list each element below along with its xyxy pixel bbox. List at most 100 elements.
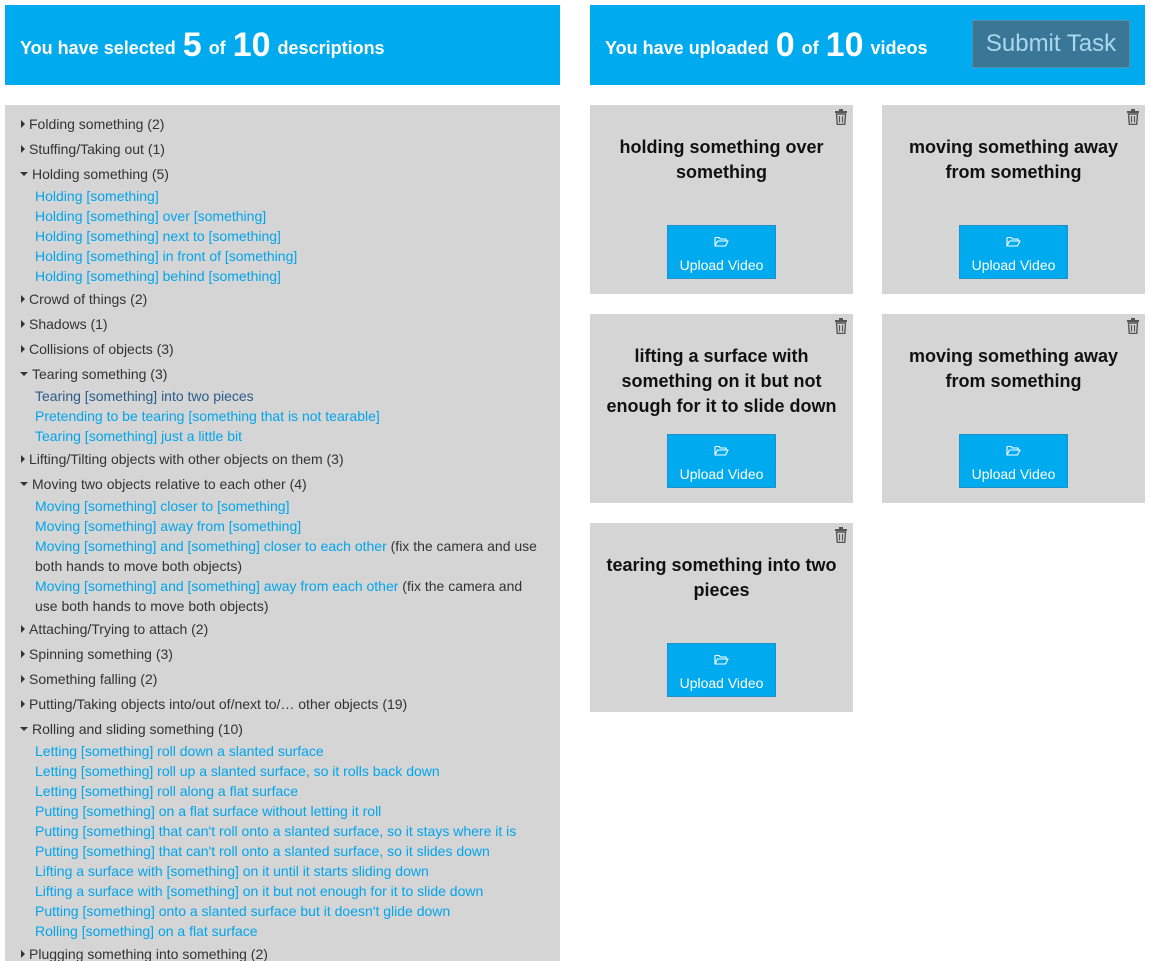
description-link[interactable]: Holding [something] behind [something] (35, 268, 281, 284)
description-link[interactable]: Moving [something] closer to [something] (35, 498, 290, 514)
category-toggle[interactable]: Shadows (1) (20, 311, 546, 336)
description-item: Holding [something] next to [something] (35, 226, 546, 246)
description-item: Putting [something] that can't roll onto… (35, 821, 546, 841)
description-link[interactable]: Tearing [something] into two pieces (35, 388, 254, 404)
description-tree: Folding something (2) Stuffing/Taking out… (5, 105, 560, 961)
upload-label: Upload Video (971, 256, 1056, 273)
card-title: lifting a surface with something on it b… (606, 346, 837, 416)
category-label: Moving two objects relative to each othe… (32, 475, 307, 492)
caret-right-icon (21, 649, 25, 658)
description-link[interactable]: Letting [something] roll down a slanted … (35, 743, 324, 759)
description-item: Putting [something] on a flat surface wi… (35, 801, 546, 821)
caret-right-icon (21, 344, 25, 353)
description-link[interactable]: Letting [something] roll along a flat su… (35, 783, 299, 799)
category-items: Holding [something] Holding [something] o… (20, 186, 546, 286)
selection-of: of (208, 38, 226, 58)
description-link[interactable]: Holding [something] over [something] (35, 208, 267, 224)
selected-count: 5 (182, 26, 202, 64)
caret-right-icon (21, 319, 25, 328)
upload-video-button[interactable]: Upload Video (959, 225, 1068, 279)
description-item: Tearing [something] just a little bit (35, 426, 546, 446)
caret-right-icon (21, 949, 25, 958)
category-label: Spinning something (3) (29, 645, 173, 662)
trash-icon[interactable] (1126, 109, 1140, 126)
description-item: Letting [something] roll down a slanted … (35, 741, 546, 761)
category-label: Stuffing/Taking out (1) (29, 140, 165, 157)
description-link[interactable]: Putting [something] onto a slanted surfa… (35, 903, 451, 919)
description-link[interactable]: Holding [something] (35, 188, 159, 204)
card-title: moving something away from something (908, 346, 1119, 391)
description-link[interactable]: Pretending to be tearing [something that… (35, 408, 380, 424)
category-label: Lifting/Tilting objects with other objec… (29, 450, 344, 467)
category-label: Collisions of objects (3) (29, 340, 174, 357)
category-toggle[interactable]: Attaching/Trying to attach (2) (20, 616, 546, 641)
upload-video-button[interactable]: Upload Video (667, 643, 776, 697)
description-link[interactable]: Holding [something] next to [something] (35, 228, 281, 244)
category-toggle[interactable]: Rolling and sliding something (10) (20, 716, 546, 741)
category-toggle[interactable]: Crowd of things (2) (20, 286, 546, 311)
category-toggle[interactable]: Lifting/Tilting objects with other objec… (20, 446, 546, 471)
category-toggle[interactable]: Collisions of objects (3) (20, 336, 546, 361)
category-toggle[interactable]: Holding something (5) (20, 161, 546, 186)
upload-total: 10 (825, 26, 864, 64)
upload-video-button[interactable]: Upload Video (667, 225, 776, 279)
selection-total: 10 (232, 26, 271, 64)
category-toggle[interactable]: Moving two objects relative to each othe… (20, 471, 546, 496)
description-link[interactable]: Putting [something] that can't roll onto… (35, 843, 490, 859)
description-link[interactable]: Putting [something] that can't roll onto… (35, 823, 517, 839)
description-link[interactable]: Lifting a surface with [something] on it… (35, 883, 484, 899)
trash-icon[interactable] (834, 318, 848, 335)
description-item: Tearing [something] into two pieces (35, 386, 546, 406)
category-toggle[interactable]: Something falling (2) (20, 666, 546, 691)
caret-right-icon (21, 119, 25, 128)
category-toggle[interactable]: Tearing something (3) (20, 361, 546, 386)
category-items: Moving [something] closer to [something]… (20, 496, 546, 616)
description-item: Holding [something] behind [something] (35, 266, 546, 286)
description-item: Moving [something] away from [something] (35, 516, 546, 536)
description-link[interactable]: Lifting a surface with [something] on it… (35, 863, 429, 879)
description-item: Putting [something] that can't roll onto… (35, 841, 546, 861)
trash-icon[interactable] (834, 527, 848, 544)
upload-video-button[interactable]: Upload Video (959, 434, 1068, 488)
caret-down-icon (20, 171, 28, 176)
category-label: Shadows (1) (29, 315, 108, 332)
caret-right-icon (21, 699, 25, 708)
description-item: Letting [something] roll along a flat su… (35, 781, 546, 801)
caret-down-icon (20, 726, 28, 731)
description-item: Holding [something] over [something] (35, 206, 546, 226)
description-link[interactable]: Moving [something] and [something] away … (35, 578, 399, 594)
description-link[interactable]: Moving [something] away from [something] (35, 518, 302, 534)
trash-icon[interactable] (1126, 318, 1140, 335)
category-label: Something falling (2) (29, 670, 158, 687)
category-toggle[interactable]: Spinning something (3) (20, 641, 546, 666)
category-label: Tearing something (3) (32, 365, 168, 382)
description-item: Moving [something] closer to [something] (35, 496, 546, 516)
upload-video-button[interactable]: Upload Video (667, 434, 776, 488)
caret-right-icon (21, 454, 25, 463)
description-item: Rolling [something] on a flat surface (35, 921, 546, 941)
category-toggle[interactable]: Putting/Taking objects into/out of/next … (20, 691, 546, 716)
description-link[interactable]: Holding [something] in front of [somethi… (35, 248, 298, 264)
trash-icon[interactable] (834, 109, 848, 126)
description-link[interactable]: Putting [something] on a flat surface wi… (35, 803, 382, 819)
upload-summary: You have uploaded 0 of 10 videos (605, 28, 928, 62)
description-link[interactable]: Rolling [something] on a flat surface (35, 923, 258, 939)
description-link[interactable]: Moving [something] and [something] close… (35, 538, 387, 554)
uploaded-count: 0 (775, 26, 795, 64)
selection-suffix: descriptions (277, 38, 385, 58)
description-link[interactable]: Tearing [something] just a little bit (35, 428, 242, 444)
description-link[interactable]: Letting [something] roll up a slanted su… (35, 763, 440, 779)
description-item: Holding [something] (35, 186, 546, 206)
category-label: Crowd of things (2) (29, 290, 148, 307)
caret-down-icon (20, 481, 28, 486)
submit-task-button[interactable]: Submit Task (972, 20, 1130, 68)
caret-right-icon (21, 144, 25, 153)
category-toggle[interactable]: Folding something (2) (20, 111, 546, 136)
category-toggle[interactable]: Stuffing/Taking out (1) (20, 136, 546, 161)
category-toggle[interactable]: Plugging something into something (2) (20, 941, 546, 961)
caret-right-icon (21, 674, 25, 683)
description-note: (fix the camera and use both hands to mo… (35, 538, 537, 574)
description-item: Holding [something] in front of [somethi… (35, 246, 546, 266)
